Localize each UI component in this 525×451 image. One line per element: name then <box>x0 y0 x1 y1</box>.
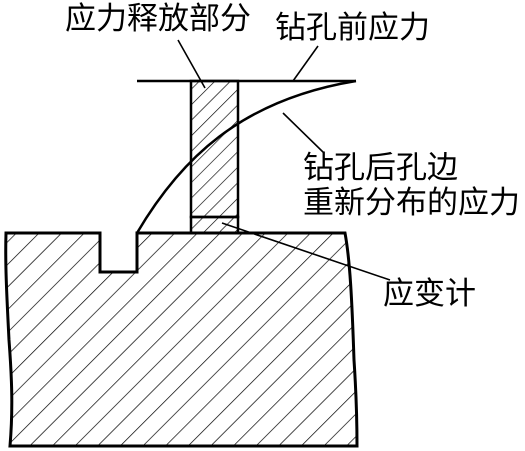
stress-after-curve <box>135 79 357 234</box>
leader-stress-before <box>292 45 319 82</box>
label-stress-after-drilling-line2: 重新分布的应力 <box>303 185 520 221</box>
leader-strain-gauge <box>221 222 391 281</box>
stress-release-column <box>189 79 240 219</box>
label-stress-before-drilling: 钻孔前应力 <box>275 10 430 46</box>
leader-stress-after <box>282 112 325 154</box>
label-stress-after-drilling-line1: 钻孔后孔边 <box>303 150 458 186</box>
workpiece-block <box>4 231 359 448</box>
strain-gauge <box>189 215 240 235</box>
leader-release-part <box>177 39 206 89</box>
label-stress-release-part: 应力释放部分 <box>65 1 251 37</box>
label-strain-gauge: 应变计 <box>383 276 476 312</box>
